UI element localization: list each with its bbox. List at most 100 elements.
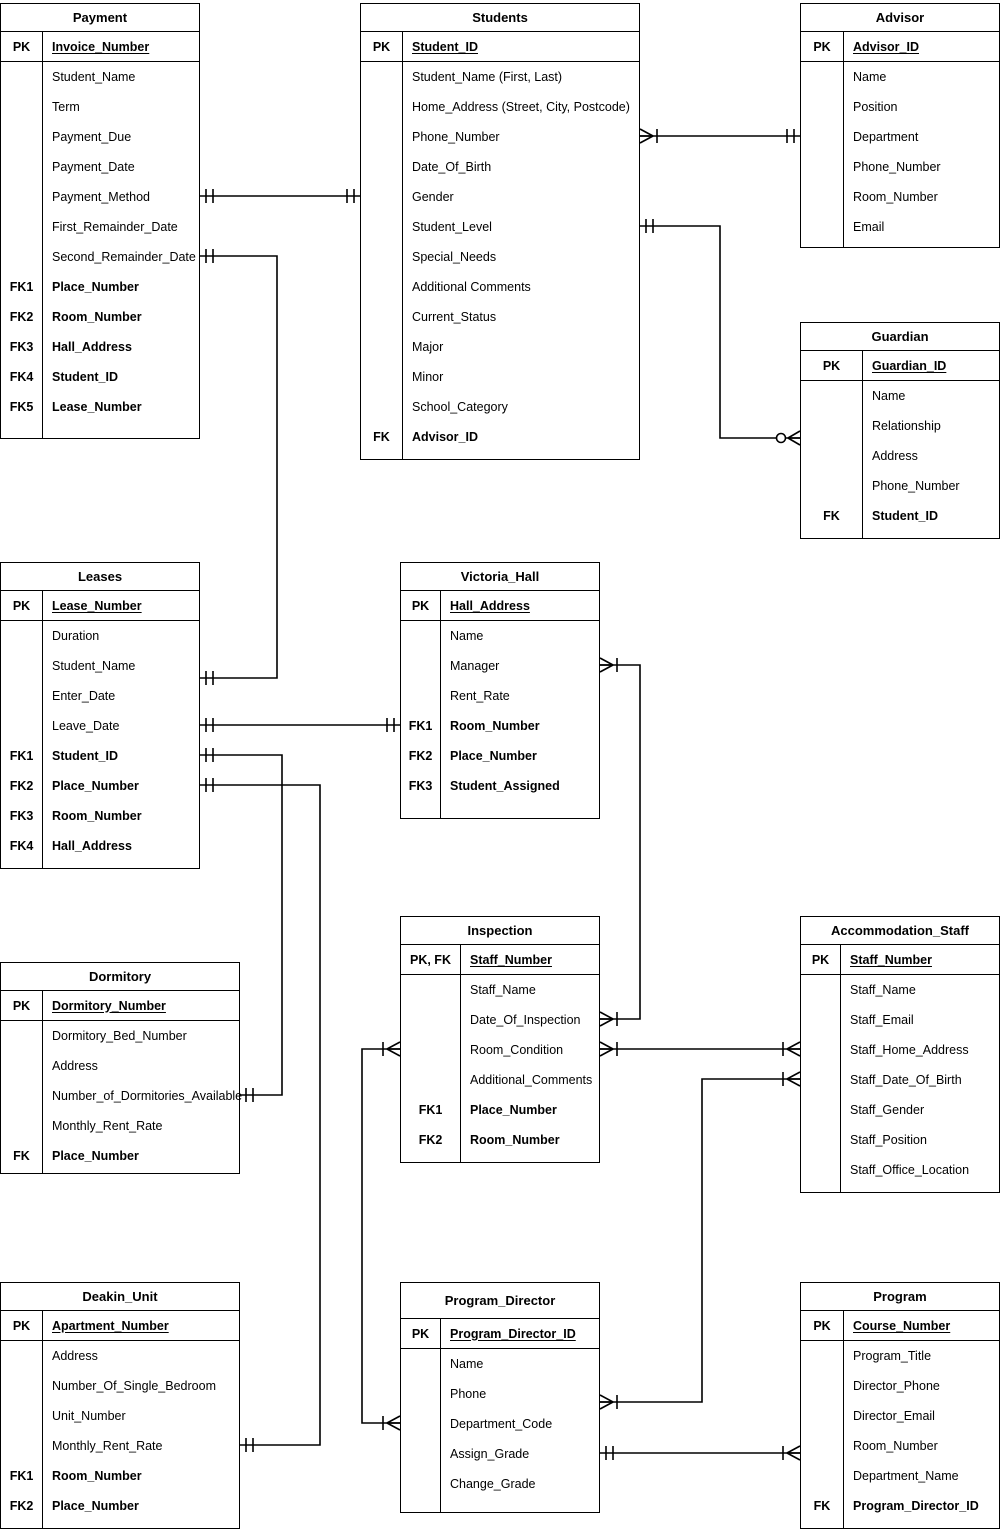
key-label xyxy=(361,392,403,422)
key-label xyxy=(401,1469,441,1499)
attribute-name: Staff_Date_Of_Birth xyxy=(850,1073,962,1087)
attribute-row: First_Remainder_Date xyxy=(1,212,199,242)
spacer-key-cell xyxy=(801,531,863,538)
attribute-name: Monthly_Rent_Rate xyxy=(52,1119,163,1133)
spacer-name-cell xyxy=(43,1521,239,1528)
attribute-row: Address xyxy=(801,441,999,471)
attribute-row: Payment_Due xyxy=(1,122,199,152)
attribute-name: Program_Director_ID xyxy=(450,1326,576,1341)
key-label: PK xyxy=(401,1319,441,1348)
attribute-row: Staff_Name xyxy=(401,975,599,1005)
key-label xyxy=(801,975,841,1005)
entity-title: Dormitory xyxy=(1,963,239,991)
key-label xyxy=(1,242,43,272)
key-label xyxy=(801,182,844,212)
key-label xyxy=(801,212,844,242)
spacer-row xyxy=(1,422,199,438)
relationship-inspection-program_director-crowfoot xyxy=(386,1422,401,1431)
key-label xyxy=(801,411,863,441)
key-label xyxy=(401,681,441,711)
key-label: FK3 xyxy=(401,771,441,801)
attribute-name: Room_Number xyxy=(470,1133,560,1147)
key-label: PK xyxy=(361,32,403,61)
key-label xyxy=(801,1005,841,1035)
attribute-row: Monthly_Rent_Rate xyxy=(1,1431,239,1461)
attribute-name: Enter_Date xyxy=(52,689,116,703)
relationship-accommodation_staff-program_director-crowfoot xyxy=(599,1401,614,1410)
attribute-row: Director_Email xyxy=(801,1401,999,1431)
attribute-name: Student_ID xyxy=(412,39,478,54)
attribute-name: Leave_Date xyxy=(52,719,120,733)
relationship-inspection-program_director-crowfoot xyxy=(386,1048,401,1057)
attribute-name: Additional Comments xyxy=(412,280,531,294)
attribute-name: Phone_Number xyxy=(853,160,941,174)
key-label xyxy=(1,711,43,741)
key-label: FK1 xyxy=(401,1095,461,1125)
key-label: FK2 xyxy=(401,1125,461,1155)
key-label xyxy=(801,62,844,92)
key-label: PK, FK xyxy=(401,945,461,974)
relationship-victoria_hall-inspection-crowfoot xyxy=(599,657,614,666)
relationship-inspection-accommodation_staff-crowfoot xyxy=(786,1048,801,1057)
attribute-row: Staff_Email xyxy=(801,1005,999,1035)
spacer-key-cell xyxy=(801,1521,844,1528)
key-label xyxy=(401,975,461,1005)
spacer-row xyxy=(801,1185,999,1192)
attribute-row: Staff_Date_Of_Birth xyxy=(801,1065,999,1095)
attribute-name: Hall_Address xyxy=(450,598,530,613)
attribute-row: Department xyxy=(801,122,999,152)
attribute-row: Minor xyxy=(361,362,639,392)
attribute-name: Relationship xyxy=(872,419,941,433)
key-label xyxy=(801,1401,844,1431)
key-label: PK xyxy=(801,945,841,974)
attribute-name: Address xyxy=(52,1349,98,1363)
attribute-row: Number_of_Dormitories_Available xyxy=(1,1081,242,1111)
key-label: FK xyxy=(361,422,403,452)
key-label xyxy=(401,1439,441,1469)
entity-title: Victoria_Hall xyxy=(401,563,599,591)
attribute-name: Date_Of_Birth xyxy=(412,160,492,174)
entity-title: Guardian xyxy=(801,323,999,351)
attribute-row: Dormitory_Bed_Number xyxy=(1,1021,239,1051)
attribute-row: Position xyxy=(801,92,999,122)
attribute-name: Staff_Number xyxy=(470,952,552,967)
key-label xyxy=(1,1081,43,1111)
attribute-row: Student_Name xyxy=(1,651,199,681)
key-label: PK xyxy=(1,591,43,620)
attribute-name: Hall_Address xyxy=(52,340,132,354)
key-label: PK xyxy=(801,1311,844,1340)
key-label xyxy=(401,1035,461,1065)
attribute-row: PK Student_ID xyxy=(361,32,639,62)
spacer-row xyxy=(401,1499,599,1512)
attribute-name: Student_ID xyxy=(52,749,118,763)
entity-title: Program xyxy=(801,1283,999,1311)
key-label: PK xyxy=(801,32,844,61)
attribute-row: Current_Status xyxy=(361,302,639,332)
relationship-accommodation_staff-program_director-crowfoot xyxy=(599,1394,614,1403)
key-label xyxy=(801,1155,841,1185)
relationship-students-guardian-zero-circle xyxy=(775,432,787,444)
attribute-row: Monthly_Rent_Rate xyxy=(1,1111,239,1141)
relationship-inspection-program_director xyxy=(361,1048,400,1424)
attribute-name: Department xyxy=(853,130,919,144)
attribute-name: Staff_Number xyxy=(850,952,932,967)
attribute-row: Rent_Rate xyxy=(401,681,599,711)
attribute-row: Payment_Method xyxy=(1,182,199,212)
spacer-name-cell xyxy=(43,1171,239,1173)
attribute-name: Place_Number xyxy=(52,1499,139,1513)
attribute-row: Relationship xyxy=(801,411,999,441)
attribute-row: Leave_Date xyxy=(1,711,199,741)
attribute-name: Email xyxy=(853,220,885,234)
attribute-name: Name xyxy=(853,70,887,84)
